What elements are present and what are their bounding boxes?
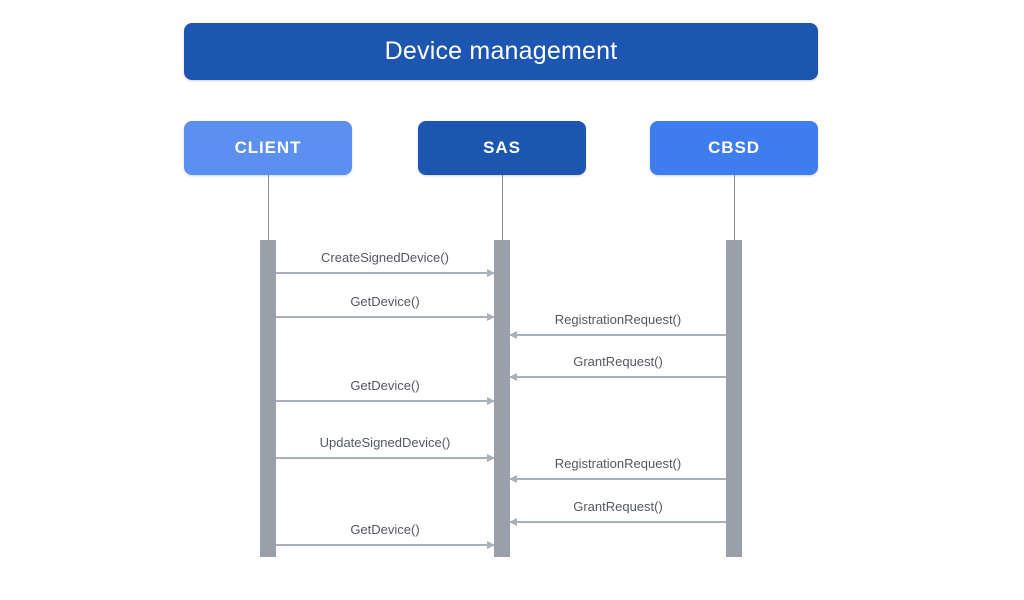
arrowhead-right-icon	[487, 313, 495, 321]
message-label: RegistrationRequest()	[554, 456, 682, 471]
arrowhead-right-icon	[487, 454, 495, 462]
message-label: GrantRequest()	[573, 354, 663, 369]
message-label: UpdateSignedDevice()	[319, 435, 451, 450]
message-label: GrantRequest()	[573, 499, 663, 514]
lifeline-cbsd	[734, 175, 735, 241]
arrowhead-right-icon	[487, 269, 495, 277]
message-line	[510, 521, 726, 523]
lifeline-client	[268, 175, 269, 241]
diagram-title-bar: Device management	[184, 23, 818, 80]
message-line	[510, 376, 726, 378]
activation-bar-cbsd	[726, 240, 742, 557]
participant-cbsd[interactable]: CBSD	[650, 121, 818, 175]
message-line	[276, 272, 494, 274]
participant-sas[interactable]: SAS	[418, 121, 586, 175]
arrowhead-left-icon	[509, 475, 517, 483]
participant-client[interactable]: CLIENT	[184, 121, 352, 175]
message-line	[276, 400, 494, 402]
message-label: CreateSignedDevice()	[321, 250, 449, 265]
message-label: RegistrationRequest()	[554, 312, 682, 327]
message-label: GetDevice()	[350, 522, 420, 537]
arrowhead-left-icon	[509, 518, 517, 526]
lifeline-sas	[502, 175, 503, 241]
arrowhead-left-icon	[509, 373, 517, 381]
message-line	[276, 544, 494, 546]
message-label: GetDevice()	[350, 294, 420, 309]
message-line	[276, 316, 494, 318]
activation-bar-client	[260, 240, 276, 557]
arrowhead-right-icon	[487, 397, 495, 405]
message-line	[510, 478, 726, 480]
arrowhead-left-icon	[509, 331, 517, 339]
message-line	[276, 457, 494, 459]
diagram-title: Device management	[384, 37, 618, 65]
message-line	[510, 334, 726, 336]
arrowhead-right-icon	[487, 541, 495, 549]
participant-label-sas: SAS	[483, 138, 521, 157]
participant-label-cbsd: CBSD	[708, 138, 760, 157]
participant-label-client: CLIENT	[234, 138, 302, 157]
activation-bar-sas	[494, 240, 510, 557]
message-label: GetDevice()	[350, 378, 420, 393]
